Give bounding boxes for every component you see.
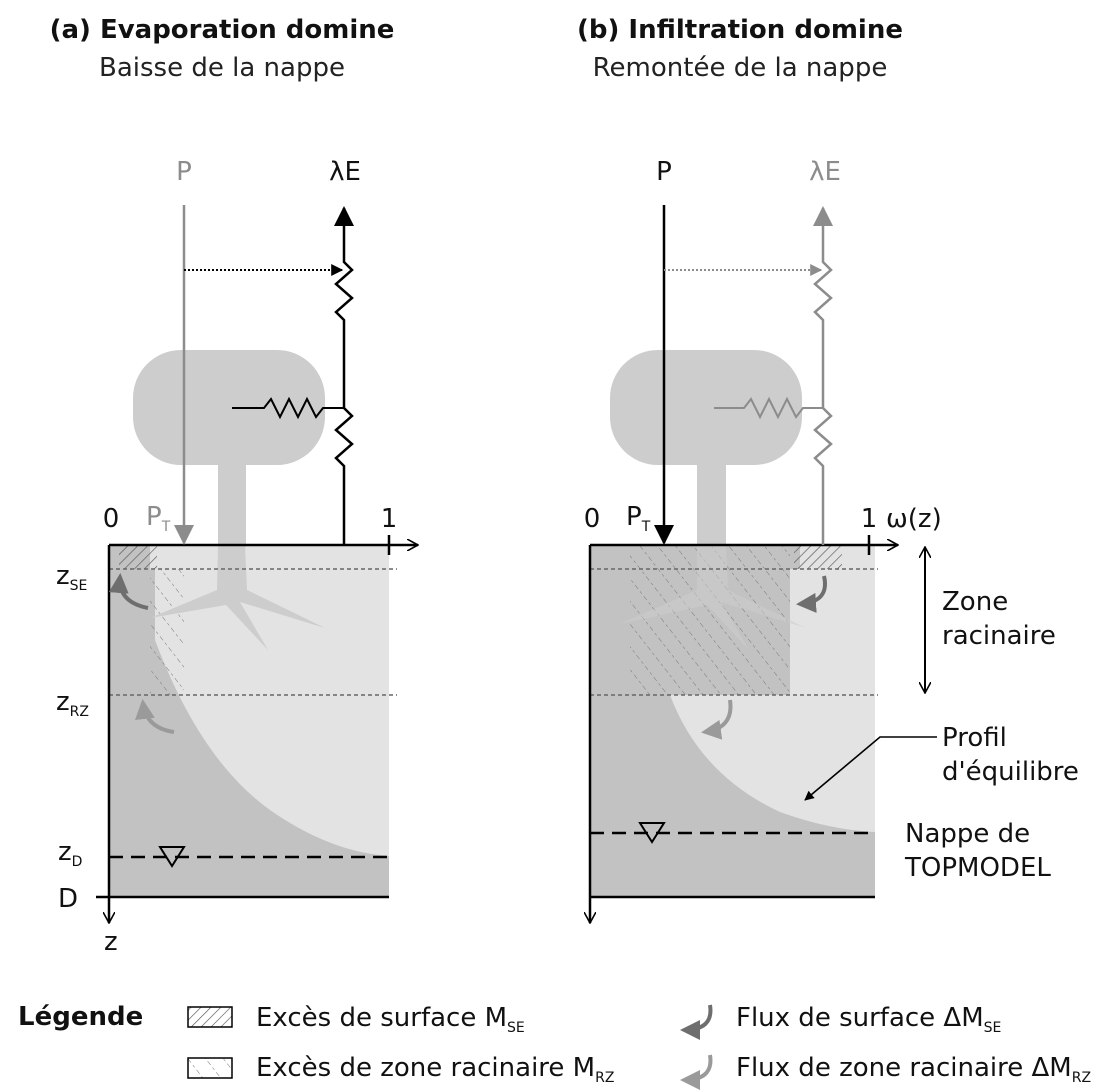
panel-b-p-label: P [656, 157, 672, 187]
panel-b-roots [620, 545, 806, 650]
panel-a-z-axis-label: z [104, 927, 118, 957]
legend-surface-flux-icon [680, 1004, 713, 1040]
panel-b-title: (b) Infiltration domine [577, 15, 903, 45]
panel-a-plant-resistance [232, 396, 344, 420]
panel-b-axis-one: 1 [861, 504, 878, 534]
panel-b-axis-zero: 0 [584, 504, 601, 534]
panel-b-surface-flux-arrow [796, 575, 827, 613]
panel-a-zd-label: zD [58, 837, 82, 870]
panel-b-stem [697, 455, 726, 547]
legend-swatch-rootzone [187, 1057, 233, 1079]
panel-a-zrz-label: zRZ [56, 687, 89, 720]
panel-a-pt-label: PT [146, 502, 171, 535]
panel-b-water-table-icon [638, 822, 666, 844]
legend-item-surface-flux: Flux de surface ΔMSE [736, 1003, 1001, 1036]
panel-b-canopy [610, 350, 802, 465]
panel-b-subtitle: Remontée de la nappe [593, 53, 888, 83]
legend-item-rootzone-flux: Flux de zone racinaire ΔMRZ [736, 1053, 1091, 1086]
panel-a-subtitle: Baisse de la nappe [99, 53, 345, 83]
panel-a-axis-zero: 0 [103, 504, 120, 534]
legend: Légende Excès de surface MSE Excès de zo… [18, 1002, 1091, 1090]
panel-b-profil-pointer [804, 736, 937, 801]
legend-item-surface: Excès de surface MSE [256, 1003, 525, 1036]
panel-a-rootzone-flux-arrow [134, 699, 175, 734]
panel-a-zse-label: zSE [56, 561, 87, 594]
panel-b-et-line [813, 206, 833, 545]
panel-a-water-table-icon [158, 846, 186, 868]
panel-a-et-line [334, 206, 354, 545]
panel-b-excess-surface [794, 545, 842, 569]
panel-a-soil-wet [109, 545, 389, 897]
panel-a-excess-rootzone [150, 569, 184, 695]
panel-a-d-label: D [58, 884, 78, 914]
panel-a: P λE PT 0 1 zSE zRZ zD D z [56, 157, 418, 957]
panel-a-surface-flux-arrow [108, 573, 149, 610]
panel-b-plant-resistance [714, 396, 823, 420]
panel-a-lambda-e-label: λE [329, 157, 361, 187]
panel-b-omega-label: ω(z) [886, 504, 942, 534]
panel-a-title: (a) Evaporation domine [50, 15, 395, 45]
panel-b-pt-label: PT [626, 502, 651, 535]
panel-b-lambda-e-label: λE [809, 157, 841, 187]
panel-a-excess-surface [119, 545, 157, 569]
legend-swatch-surface [187, 1006, 233, 1028]
legend-rootzone-flux-icon [680, 1054, 713, 1090]
panel-b-rootzone-flux-arrow [701, 699, 733, 740]
panel-a-stem [218, 455, 246, 547]
panel-a-canopy [133, 350, 325, 465]
panel-a-axis-one: 1 [381, 504, 398, 534]
panel-a-roots [150, 545, 325, 650]
legend-item-rootzone: Excès de zone racinaire MRZ [256, 1053, 614, 1086]
panel-a-p-label: P [176, 157, 192, 187]
legend-title: Légende [18, 1002, 143, 1032]
